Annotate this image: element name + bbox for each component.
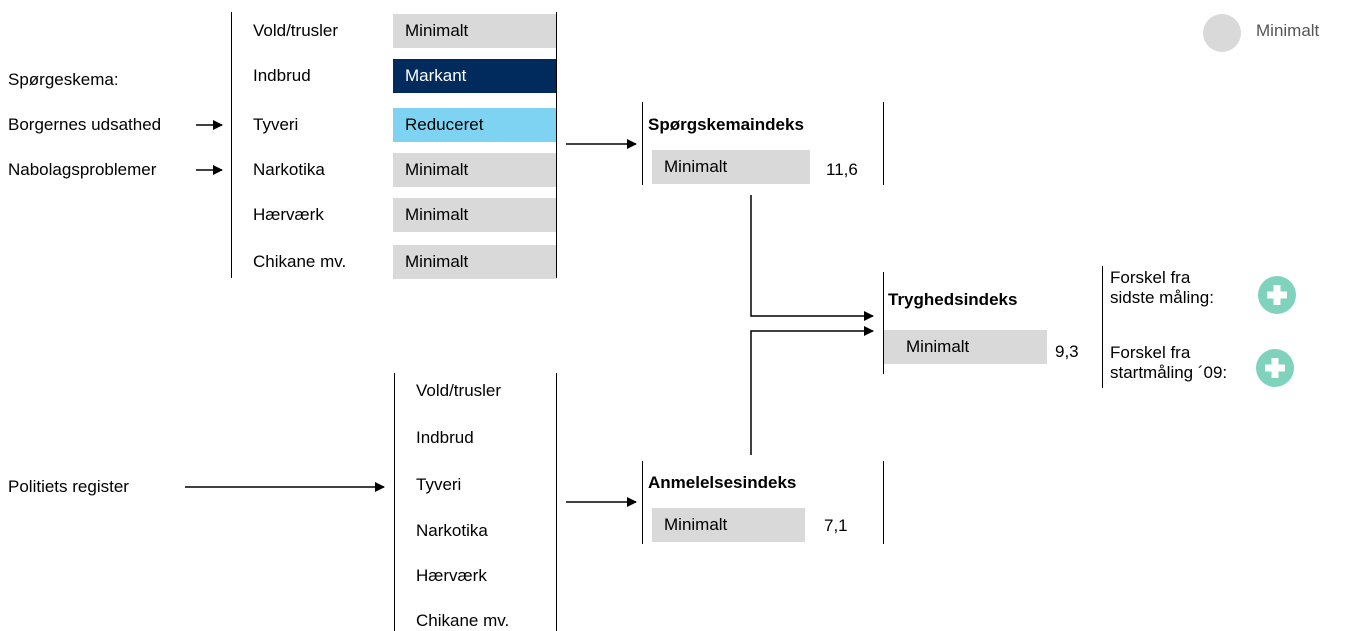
- change-start-line1: Forskel fra: [1110, 343, 1191, 362]
- change-start-line2: startmåling ´09:: [1110, 363, 1228, 382]
- police-category: Tyveri: [416, 475, 462, 494]
- police-category: Hærværk: [416, 566, 487, 585]
- change-last-line1: Forskel fra: [1110, 268, 1191, 287]
- questionnaire-level-box: Minimalt: [393, 14, 556, 48]
- police-category: Chikane mv.: [416, 611, 510, 630]
- questionnaire-index-level: Minimalt: [652, 150, 810, 184]
- questionnaire-category: Narkotika: [253, 160, 325, 179]
- report-index-level: Minimalt: [652, 508, 805, 542]
- questionnaire-category: Tyveri: [253, 115, 299, 134]
- neighborhood-label: Nabolagsproblemer: [8, 160, 157, 179]
- questionnaire-category: Chikane mv.: [253, 252, 347, 271]
- questionnaire-level-box: Minimalt: [393, 153, 556, 187]
- questionnaire-block-right-border: [556, 12, 557, 278]
- change-last-text: Forskel fra sidste måling:: [1110, 268, 1214, 308]
- police-block-right-border: [556, 373, 557, 631]
- questionnaire-category: Vold/trusler: [253, 21, 339, 40]
- wire-questionnaire-to-safety: [750, 195, 874, 321]
- report-index-left-border: [642, 461, 643, 544]
- changes-left-border: [1102, 266, 1103, 388]
- questionnaire-index-title: Spørgskemaindeks: [648, 115, 804, 134]
- safety-index-left-border: [883, 272, 884, 374]
- plus-icon: [1258, 276, 1296, 314]
- questionnaire-level-box: Minimalt: [393, 198, 556, 232]
- report-index-value: 7,1: [824, 516, 848, 535]
- questionnaire-level-box: Markant: [393, 59, 556, 93]
- police-category: Narkotika: [416, 521, 488, 540]
- police-category: Indbrud: [416, 428, 474, 447]
- questionnaire-index-right-border: [883, 102, 884, 185]
- change-last-line2: sidste måling:: [1110, 288, 1214, 307]
- plus-icon: [1256, 349, 1294, 387]
- safety-index-value: 9,3: [1055, 342, 1079, 361]
- questionnaire-index-value: 11,6: [826, 160, 858, 179]
- police-block-left-border: [394, 373, 395, 631]
- safety-index-level: Minimalt: [884, 330, 1047, 364]
- police-label: Politiets register: [8, 477, 129, 496]
- safety-index-title: Tryghedsindeks: [888, 290, 1018, 309]
- legend-dot: [1203, 14, 1241, 52]
- plus-glyph: [1267, 285, 1287, 305]
- questionnaire-label: Spørgeskema:: [8, 70, 119, 89]
- report-index-title: Anmelelsesindeks: [648, 473, 797, 492]
- questionnaire-block-left-border: [231, 12, 232, 278]
- wire-report-to-safety: [750, 326, 874, 455]
- questionnaire-level-box: Reduceret: [393, 108, 556, 142]
- exposure-label: Borgernes udsathed: [8, 115, 162, 134]
- report-index-right-border: [883, 461, 884, 544]
- plus-glyph: [1265, 358, 1285, 378]
- questionnaire-category: Hærværk: [253, 205, 324, 224]
- police-category: Vold/trusler: [416, 381, 502, 400]
- questionnaire-level-box: Minimalt: [393, 245, 556, 279]
- questionnaire-category: Indbrud: [253, 66, 311, 85]
- change-start-text: Forskel fra startmåling ´09:: [1110, 343, 1227, 383]
- legend-label: Minimalt: [1256, 21, 1320, 40]
- questionnaire-index-left-border: [642, 102, 643, 185]
